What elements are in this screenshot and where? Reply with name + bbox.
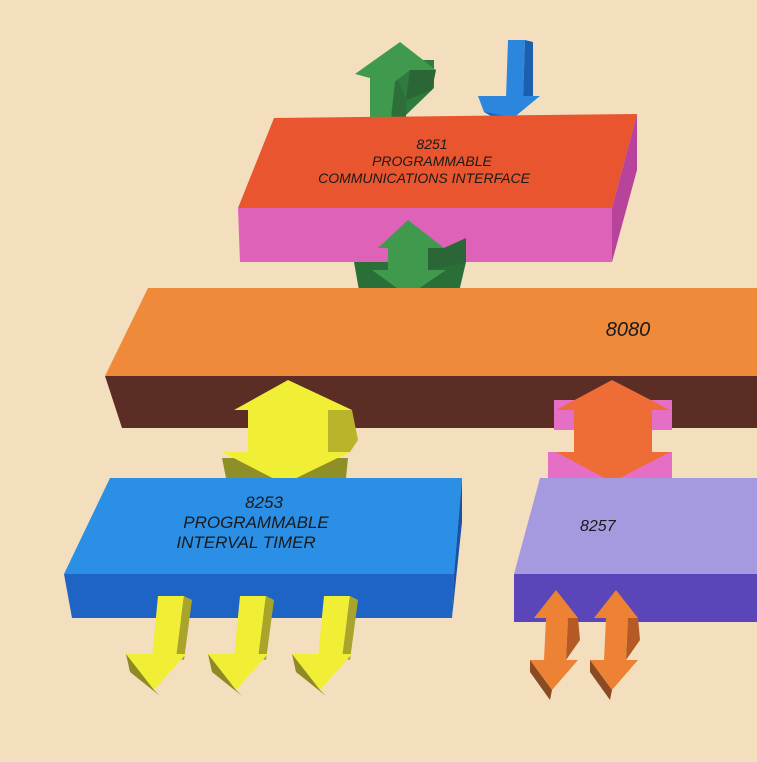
8251-top-face	[238, 114, 637, 208]
8257-channel-arrow-1	[530, 590, 580, 700]
8257-front-face	[514, 574, 757, 622]
8253-output-arrow-2	[208, 596, 274, 696]
8251-block: 8251 PROGRAMMABLE COMMUNICATIONS INTERFA…	[238, 114, 637, 262]
8253-8080-bus-arrow	[222, 380, 358, 484]
8253-label-line-1: 8253	[245, 493, 283, 512]
8251-label-line-1: 8251	[416, 136, 447, 152]
8253-output-arrow-1	[126, 596, 192, 696]
8257-channel-arrow-2	[590, 590, 640, 700]
8257-label: 8257	[580, 518, 617, 535]
8080-label: 8080	[606, 319, 651, 341]
8253-top-face	[64, 478, 462, 574]
8251-label-line-3: COMMUNICATIONS INTERFACE	[318, 170, 530, 186]
8251-label-line-2: PROGRAMMABLE	[372, 153, 492, 169]
8257-8080-bus-arrow	[548, 380, 672, 482]
8251-output-arrow	[355, 42, 436, 118]
8253-label-line-3: INTERVAL TIMER	[176, 533, 315, 552]
8253-output-arrow-3	[292, 596, 358, 696]
8251-8080-bus-arrow	[354, 220, 466, 296]
8257-top-face	[514, 478, 757, 574]
8253-side-face	[452, 478, 462, 618]
8253-label-line-2: PROGRAMMABLE	[183, 513, 329, 532]
8080-top-face	[105, 288, 757, 376]
8251-input-arrow	[478, 40, 540, 124]
8251-side-face	[612, 114, 637, 262]
8257-block: 8257	[514, 478, 757, 622]
